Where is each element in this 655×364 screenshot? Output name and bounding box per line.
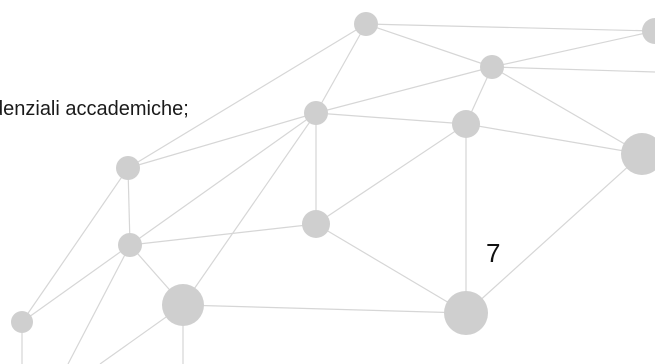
network-edge [21, 244, 131, 323]
network-edge [127, 23, 367, 169]
network-edge [365, 23, 493, 68]
network-node [452, 110, 480, 138]
partial-text-line-top [0, 0, 28, 14]
network-edge [129, 112, 317, 246]
network-edge [315, 223, 467, 314]
partial-text-line-credentials: denziali accademiche; [0, 98, 189, 120]
network-node [11, 311, 33, 333]
network-edge [129, 223, 317, 246]
network-edge [465, 123, 643, 155]
network-edge [182, 304, 467, 314]
network-edge [491, 66, 655, 73]
network-edge [21, 167, 129, 323]
network-edge [365, 23, 655, 32]
network-edge [67, 244, 131, 364]
network-node [116, 156, 140, 180]
network-edge [315, 112, 467, 125]
network-nodes [11, 12, 655, 335]
network-node [642, 18, 655, 44]
network-edges [21, 23, 655, 364]
network-edge [315, 23, 367, 114]
network-node [480, 55, 504, 79]
network-node [118, 233, 142, 257]
network-node [354, 12, 378, 36]
network-edge [182, 112, 317, 306]
network-node [621, 133, 655, 175]
network-edge [315, 123, 467, 225]
network-edge [127, 112, 317, 169]
network-node [302, 210, 330, 238]
network-edge [491, 66, 643, 155]
network-edge [491, 30, 655, 68]
network-edge [127, 167, 131, 246]
page-number: 7 [486, 238, 501, 268]
network-node [304, 101, 328, 125]
network-node [162, 284, 204, 326]
network-edge [465, 153, 643, 314]
network-node [444, 291, 488, 335]
network-edge [315, 66, 493, 114]
